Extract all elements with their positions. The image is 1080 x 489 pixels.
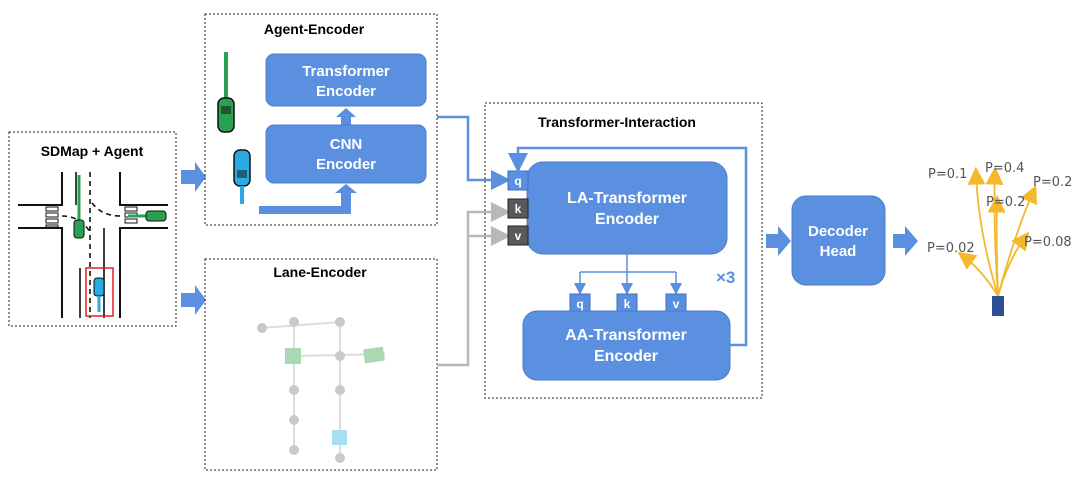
lane-graph-edges xyxy=(261,321,386,458)
lane-graph-nodes xyxy=(257,317,345,463)
agent-encoder-title: Agent-Encoder xyxy=(264,21,365,37)
repeat-count: ×3 xyxy=(716,268,735,287)
lane-agent-green-1 xyxy=(285,348,301,364)
prob-label-2: P=0.4 xyxy=(985,161,1024,176)
cnn-encoder-line1: CNN xyxy=(330,136,363,153)
la-key-label: k xyxy=(515,202,522,216)
agent-encoder-panel: Agent-Encoder Transformer Encoder CNN En… xyxy=(204,13,438,226)
repeat-loop-arrow xyxy=(508,146,748,347)
prob-label-5: P=0.02 xyxy=(927,241,975,256)
aa-value-label: v xyxy=(673,297,680,311)
prob-label-1: P=0.1 xyxy=(928,167,967,182)
cnn-encoder-box xyxy=(265,124,427,184)
lane-dashes xyxy=(61,172,121,318)
lane-encoder-panel: Lane-Encoder xyxy=(204,258,438,471)
interaction-panel: Transformer-Interaction LA-Transformer E… xyxy=(484,102,763,399)
map-target-agent xyxy=(85,267,114,317)
decoder-line2: Head xyxy=(820,243,857,260)
crosswalk-left xyxy=(45,206,59,228)
la-transformer-line2: Encoder xyxy=(595,211,659,228)
la-to-aa-arrows xyxy=(574,254,682,295)
prob-label-3: P=0.2 xyxy=(1033,175,1072,190)
sdmap-panel: SDMap + Agent xyxy=(8,131,177,327)
la-transformer-box xyxy=(526,161,728,255)
la-query-label: q xyxy=(514,174,521,188)
lane-agent-green-2 xyxy=(363,346,385,364)
la-value-label: v xyxy=(515,229,522,243)
lane-to-key-value-arrow xyxy=(437,202,511,367)
arrow-to-trajectories xyxy=(893,226,918,256)
agent-green-raster xyxy=(217,52,235,133)
aa-transformer-line1: AA-Transformer xyxy=(565,327,687,344)
trajectory-p02-center xyxy=(987,194,1006,297)
transformer-encoder-line1: Transformer xyxy=(302,63,390,80)
interaction-title: Transformer-Interaction xyxy=(538,114,696,130)
la-key-token xyxy=(507,198,529,219)
map-agent-green-2 xyxy=(128,210,167,222)
trajectory-p01 xyxy=(967,166,999,297)
decoder-head: Decoder Head xyxy=(791,195,886,286)
la-transformer-line1: LA-Transformer xyxy=(567,190,687,207)
sdmap-title: SDMap + Agent xyxy=(41,143,144,159)
transformer-encoder-line2: Encoder xyxy=(316,83,376,100)
cnn-encoder-line2: Encoder xyxy=(316,156,376,173)
trajectory-output: P=0.1 P=0.4 P=0.2 P=0.2 P=0.02 P=0.08 xyxy=(927,161,1072,316)
prob-label-4: P=0.2 xyxy=(986,195,1025,210)
ego-vehicle xyxy=(992,296,1004,316)
road-map xyxy=(18,172,168,318)
trajectory-p008 xyxy=(997,231,1030,297)
lane-encoder-title: Lane-Encoder xyxy=(273,264,367,280)
aa-key-label: k xyxy=(624,297,631,311)
arrow-to-agent-encoder xyxy=(181,162,206,192)
prob-label-6: P=0.08 xyxy=(1024,235,1072,250)
cnn-to-transformer-arrow xyxy=(336,108,356,125)
aa-transformer-line2: Encoder xyxy=(594,348,658,365)
trajectory-p002 xyxy=(957,251,999,297)
arrow-to-decoder xyxy=(766,226,791,256)
agent-blue-raster xyxy=(233,149,251,204)
aa-query-label: q xyxy=(576,297,583,311)
agent-to-query-arrow xyxy=(437,115,511,190)
lane-agent-blue xyxy=(332,430,347,445)
transformer-encoder-box xyxy=(265,53,427,107)
arrow-to-lane-encoder xyxy=(181,285,206,315)
aa-transformer-box xyxy=(522,310,731,381)
decoder-line1: Decoder xyxy=(808,223,868,240)
raster-to-cnn-arrow xyxy=(259,184,357,214)
lane-solid xyxy=(75,172,105,318)
la-value-token xyxy=(507,225,529,246)
map-agent-green-1 xyxy=(73,175,85,239)
